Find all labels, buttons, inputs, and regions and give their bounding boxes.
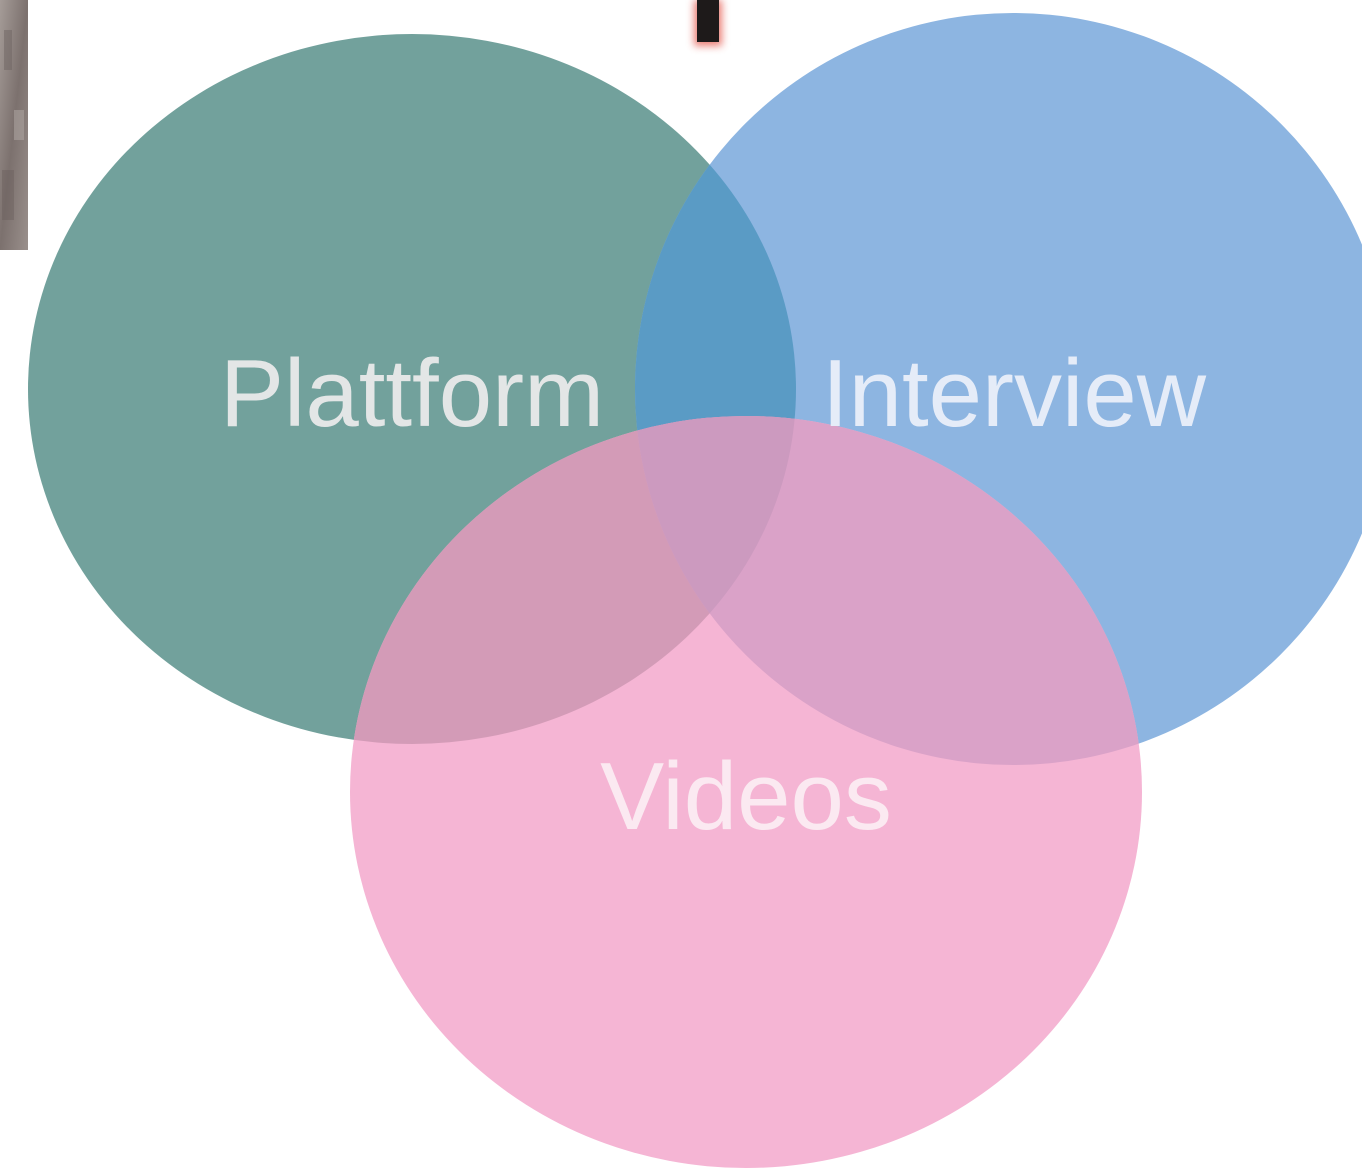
textured-photo-strip <box>0 0 28 250</box>
dark-bar-with-red-glow <box>694 0 722 46</box>
plattform-label: Plattform <box>220 340 604 447</box>
videos-label: Videos <box>600 743 892 850</box>
plattform-videos-overlap <box>350 416 796 744</box>
interview-videos-overlap <box>635 416 1142 765</box>
interview-label: Interview <box>822 340 1207 447</box>
